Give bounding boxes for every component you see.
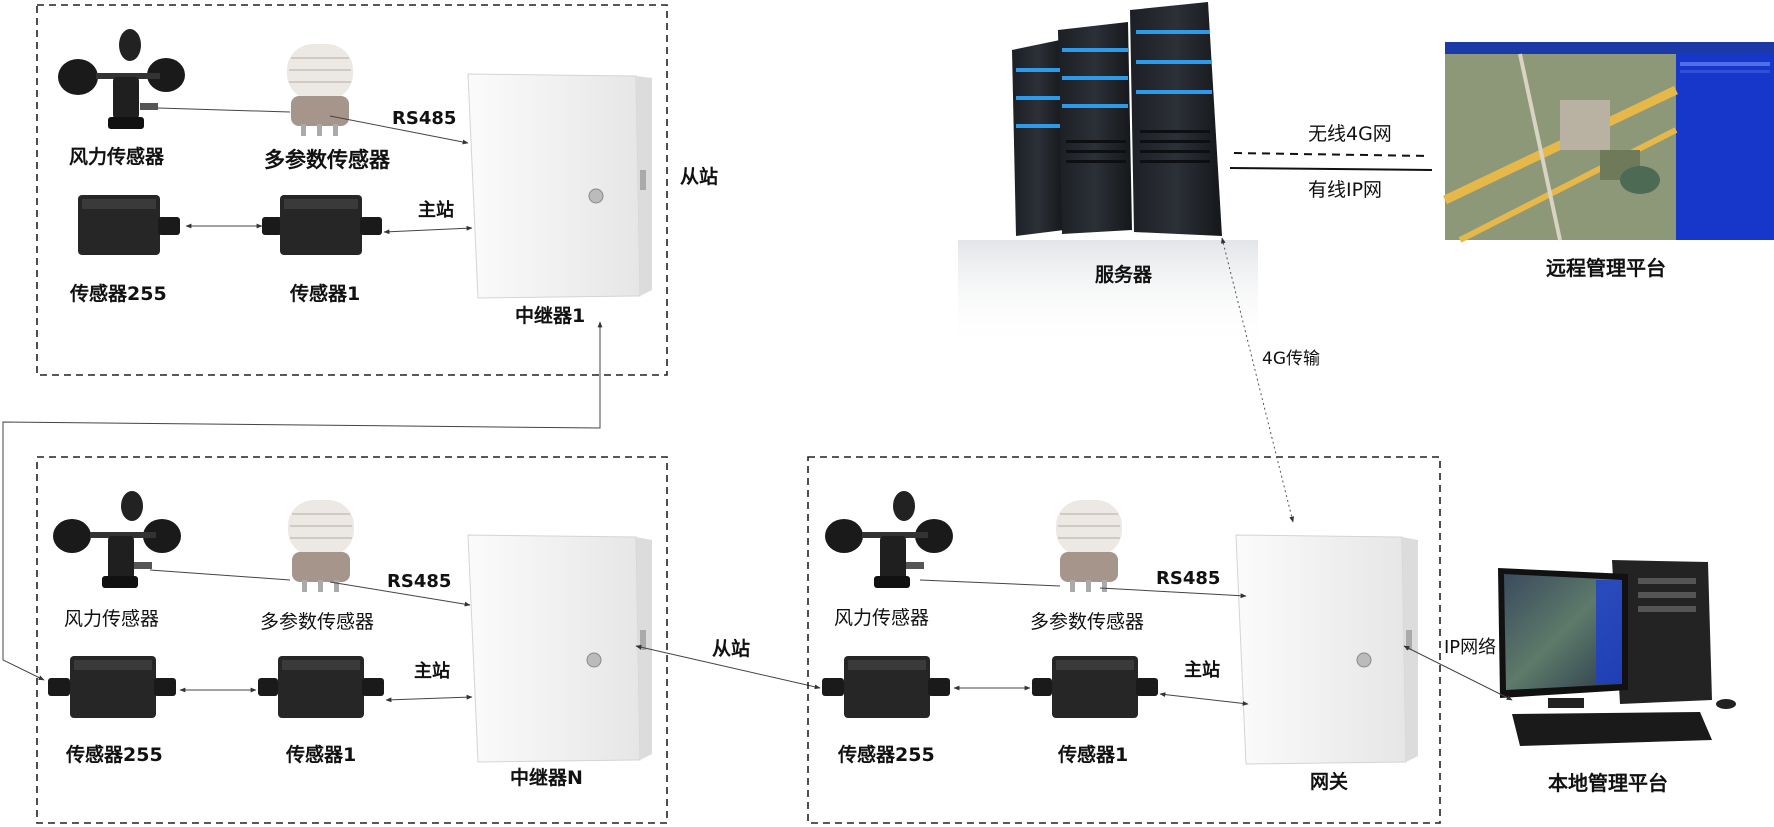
wind-to-multi-line	[149, 569, 291, 581]
multi-param-sensor-icon	[1056, 500, 1122, 592]
multi-to-gateway-line	[1099, 587, 1247, 599]
gateway-master-label: 主站	[1184, 659, 1220, 681]
relayN-master-label: 主站	[414, 660, 450, 682]
local-platform-pc-icon	[1498, 560, 1736, 746]
relay1-master-label: 主站	[418, 199, 454, 221]
s1-gateway-line	[1159, 692, 1249, 706]
relay1-enclosure-icon	[467, 73, 652, 299]
local-platform-label: 本地管理平台	[1548, 771, 1668, 795]
multi-param-sensor-icon	[288, 500, 354, 592]
s1-relayN-line	[385, 694, 473, 703]
relayN-device-label: 中继器N	[510, 766, 583, 789]
relay1-multi-label: 多参数传感器	[264, 148, 391, 172]
sensor1-box-icon	[258, 656, 384, 718]
wireless-4g-label: 无线4G网	[1308, 123, 1392, 145]
sensor255-box-icon	[822, 656, 950, 718]
relayN-enclosure-icon	[467, 534, 652, 763]
multi-to-relay1-line	[329, 115, 469, 145]
wind-sensor-icon	[58, 29, 185, 129]
transfer-4g-label: 4G传输	[1262, 349, 1320, 369]
slave-mid-label: 从站	[712, 637, 750, 660]
relayN-multi-label: 多参数传感器	[260, 611, 374, 633]
multi-to-relayN-line	[329, 581, 471, 607]
multi-param-sensor-icon	[287, 44, 353, 136]
relay1-rs485-label: RS485	[392, 108, 456, 129]
wireless-4g-line	[1233, 152, 1431, 157]
gateway-to-pc-line	[1403, 645, 1513, 701]
relay1-device-label: 中继器1	[515, 304, 585, 327]
gateway-sensor255-label: 传感器255	[837, 743, 935, 766]
wind-to-multi-line	[919, 579, 1061, 587]
server-label: 服务器	[1095, 263, 1153, 286]
relayN-rs485-label: RS485	[387, 571, 451, 592]
relay1-slave-label: 从站	[680, 165, 718, 188]
gateway-device-label: 网关	[1310, 770, 1348, 793]
wind-sensor-icon	[825, 491, 953, 588]
group-relayN-border	[36, 456, 668, 824]
relay1-wind-label: 风力传感器	[69, 145, 165, 168]
wired-ip-label: 有线IP网	[1308, 179, 1382, 201]
group-gateway-border	[807, 456, 1441, 824]
gateway-enclosure-icon	[1235, 534, 1418, 765]
group-relay1: 风力传感器 多参数传感器 RS485 主站 传感器255 传感器1 中继器1 从…	[36, 4, 718, 376]
sensor255-box-icon	[48, 656, 176, 718]
relayN-wind-label: 风力传感器	[64, 608, 159, 630]
server-icon	[958, 2, 1258, 350]
sensor1-box-icon	[262, 195, 382, 255]
sensor255-box-icon	[78, 195, 180, 255]
relayN-sensor1-label: 传感器1	[285, 743, 356, 766]
sensor1-box-icon	[1032, 656, 1158, 718]
server-to-gateway-line	[1220, 237, 1295, 523]
group-gateway: 风力传感器 多参数传感器 RS485 主站 传感器255 传感器1 网关	[807, 456, 1441, 824]
remote-platform-map-icon	[1443, 42, 1774, 243]
relay1-sensor1-label: 传感器1	[289, 282, 360, 305]
gateway-wind-label: 风力传感器	[834, 607, 929, 629]
s1-relay1-line	[383, 225, 473, 235]
relayN-sensor255-label: 传感器255	[65, 743, 163, 766]
remote-platform-label: 远程管理平台	[1546, 256, 1666, 280]
wind-to-multi-line	[157, 107, 291, 113]
gateway-sensor1-label: 传感器1	[1057, 743, 1128, 766]
gateway-rs485-label: RS485	[1156, 568, 1220, 589]
relay1-sensor255-label: 传感器255	[69, 282, 167, 305]
wired-ip-line	[1229, 167, 1433, 171]
wind-sensor-icon	[53, 491, 181, 588]
relay1-to-relayN-line	[2, 321, 603, 681]
relayN-to-gateway-line	[635, 644, 821, 690]
group-relayN: 风力传感器 多参数传感器 RS485 主站 传感器255 传感器1 中继器N	[36, 456, 668, 824]
gateway-multi-label: 多参数传感器	[1030, 611, 1144, 633]
ip-network-label: IP网络	[1444, 637, 1496, 658]
